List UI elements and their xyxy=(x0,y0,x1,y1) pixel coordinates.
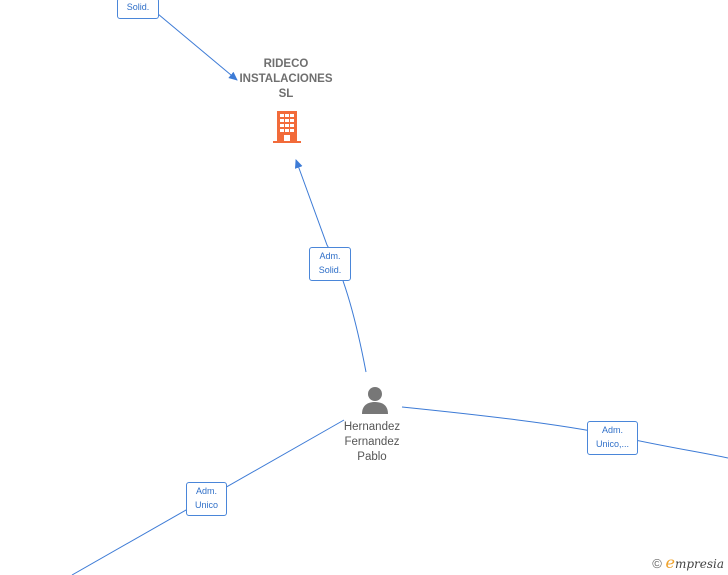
edge-label-line: Adm. xyxy=(195,486,217,496)
brand-initial: e xyxy=(665,553,675,572)
person-name[interactable]: Hernandez Fernandez Pablo xyxy=(322,420,422,465)
person-icon[interactable] xyxy=(360,386,390,414)
building-icon[interactable] xyxy=(270,108,304,144)
edge-label-bottom-left[interactable]: Adm. Unico xyxy=(186,482,227,516)
edge-label-line: Unico,... xyxy=(595,439,629,449)
brand-rest: mpresia xyxy=(674,557,724,571)
copyright-icon: © xyxy=(652,556,662,571)
company-name[interactable]: RIDECO INSTALACIONES SL xyxy=(226,57,346,102)
person-name-line: Fernandez xyxy=(344,436,400,448)
edge-topleft-company xyxy=(157,13,238,81)
edge-label-line: Adm. xyxy=(319,251,341,261)
person-name-line: Hernandez xyxy=(343,421,401,433)
edge-label-right[interactable]: Adm. Unico,... xyxy=(587,421,638,455)
company-name-line: SL xyxy=(278,88,294,100)
edge-label-line: Adm. xyxy=(601,425,623,435)
edge-label-line: Solid. xyxy=(318,265,342,275)
edge-label-top-left[interactable]: Solid. xyxy=(117,0,159,19)
edge-label-company-person[interactable]: Adm. Solid. xyxy=(309,247,351,281)
edge-person-right xyxy=(401,406,728,459)
company-name-line: INSTALACIONES xyxy=(239,73,333,85)
person-name-line: Pablo xyxy=(357,451,387,463)
brand-logo: © empresia xyxy=(652,553,724,572)
company-name-line: RIDECO xyxy=(263,58,309,70)
edge-label-line: Solid. xyxy=(126,2,150,12)
edge-label-line: Unico xyxy=(194,500,218,510)
